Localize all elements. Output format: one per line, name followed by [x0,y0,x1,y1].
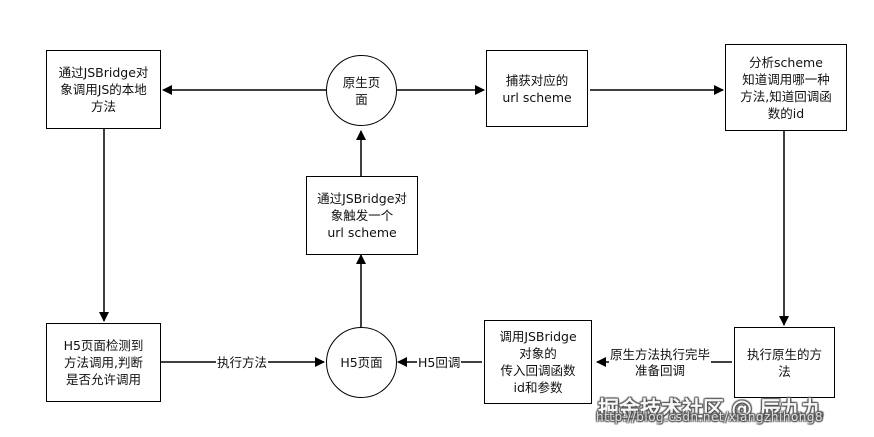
node-js-local-call: 通过JSBridge对 象调用JS的本地 方法 [46,50,161,129]
watermark-title: 掘金技术社区 @ 辰九九 [598,397,823,421]
node-pass-callback: 调用JSBridge 对象的 传入回调函数 id和参数 [484,320,592,404]
node-native-page: 原生页 面 [326,55,397,126]
node-execute-native: 执行原生的方 法 [734,327,835,398]
node-h5-page: H5页面 [326,327,397,398]
edge-label-native-done: 原生方法执行完毕 准备回调 [609,347,712,379]
node-h5-detect: H5页面检测到 方法调用,判断 是否允许调用 [46,323,161,402]
node-analyze-scheme: 分析scheme 知道调用哪一种 方法,知道回调函 数的id [725,44,847,131]
node-capture-scheme: 捕获对应的 url scheme [486,50,588,127]
node-trigger-scheme: 通过JSBridge对 象触发一个 url scheme [306,176,418,255]
edge-label-h5-callback: H5回调 [417,355,462,371]
edge-label-execute-method: 执行方法 [216,355,269,371]
watermark-url: http://blog.csdn.net/xiangzhihong8 [596,410,824,424]
